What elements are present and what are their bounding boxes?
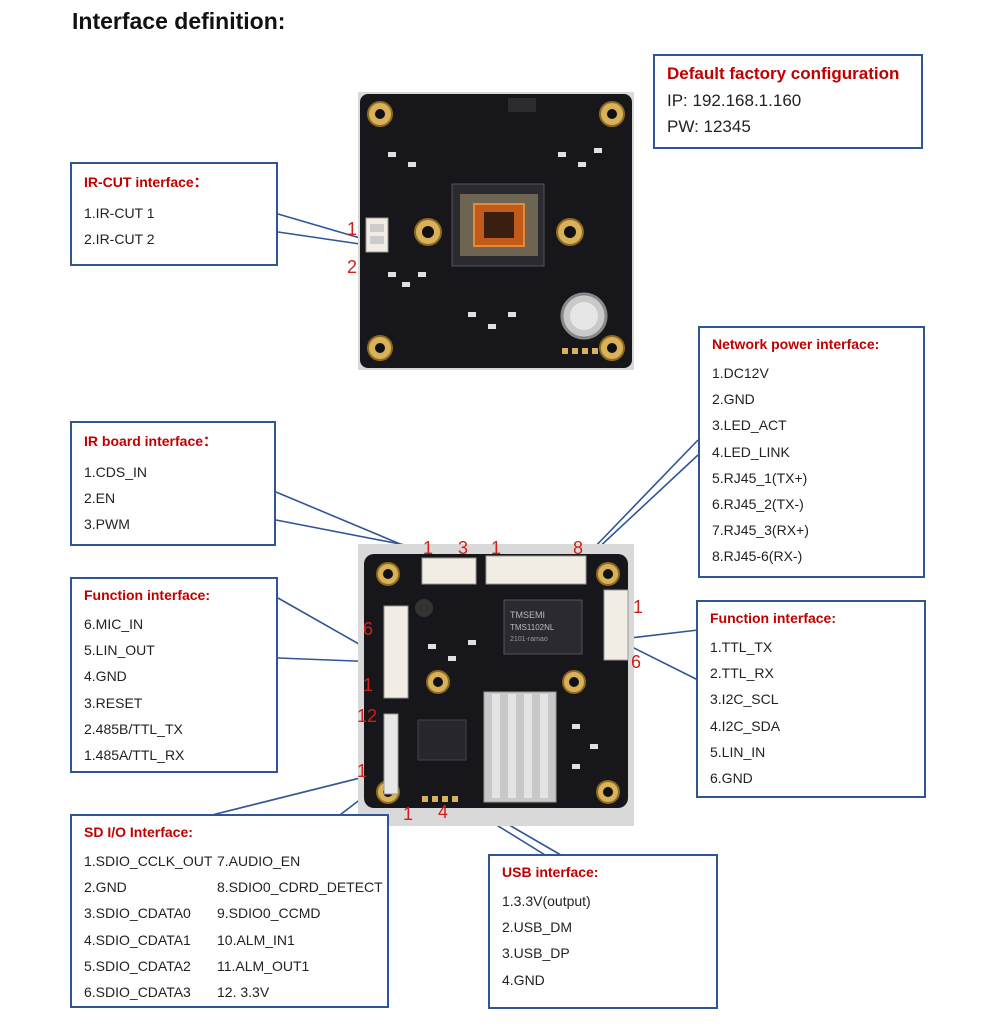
pin-label-usb-1: 1: [403, 804, 414, 824]
function-right-item: 6.GND: [710, 770, 753, 787]
ircut-line-2: [277, 231, 361, 245]
usb-heading: USB interface:: [502, 864, 599, 880]
sdio-item: 3.SDIO_CDATA0: [84, 905, 191, 922]
function-right-item: 5.LIN_IN: [710, 743, 766, 760]
irboard-interface-box: IR board interface： 1.CDS_IN 2.EN 3.PWM: [70, 421, 276, 546]
sdio-item: 5.SDIO_CDATA2: [84, 957, 191, 974]
ircut-line-1: [277, 213, 361, 239]
sdio-item: 8.SDIO0_CDRD_DETECT: [217, 879, 383, 896]
usb-pads: [422, 796, 458, 802]
chip-text-1: TMSEMI: [510, 610, 545, 620]
function-right-item: 3.I2C_SCL: [710, 691, 779, 708]
pin-label-ircut-1: 1: [347, 219, 358, 239]
netpower-item: 8.RJ45-6(RX-): [712, 548, 803, 565]
ircut-connector: [365, 217, 389, 253]
sdio-item: 2.GND: [84, 879, 127, 896]
pin-label-sdio-1: 1: [357, 761, 368, 781]
sdio-heading: SD I/O Interface:: [84, 824, 193, 840]
function-left-heading: Function interface:: [84, 587, 211, 603]
pin-label-funcleft-6: 6: [363, 619, 374, 639]
usb-item: 3.USB_DP: [502, 945, 570, 962]
factory-config-heading: Default factory configuration: [667, 64, 900, 83]
netpower-connector: [485, 555, 587, 585]
soc-chip: [417, 719, 467, 761]
factory-ip: IP: 192.168.1.160: [667, 91, 802, 110]
sdio-item: 10.ALM_IN1: [217, 931, 295, 948]
function-left-interface-box: Function interface: 6.MIC_IN 5.LIN_OUT 4…: [70, 577, 278, 773]
netpower-item: 1.DC12V: [712, 365, 769, 381]
sdio-item: 6.SDIO_CDATA3: [84, 984, 191, 1001]
netpower-line-1: [589, 439, 699, 553]
sdio-item: 1.SDIO_CCLK_OUT: [84, 853, 213, 869]
usb-item: 1.3.3V(output): [502, 893, 591, 909]
netpower-line-2: [593, 454, 699, 553]
page-title: Interface definition:: [72, 8, 286, 34]
network-transformer: [503, 599, 583, 655]
function-right-item: 1.TTL_TX: [710, 639, 773, 655]
camera-board-top: [358, 92, 634, 370]
function-left-item: 3.RESET: [84, 694, 143, 711]
usb-interface-box: USB interface: 1.3.3V(output) 2.USB_DM 3…: [488, 854, 718, 1009]
usb-item: 2.USB_DM: [502, 919, 573, 936]
func-left-connector: [383, 605, 409, 699]
netpower-interface-box: Network power interface: 1.DC12V 2.GND 3…: [698, 326, 925, 578]
pin-label-sdio-12: 12: [357, 706, 378, 726]
sdio-item: 12. 3.3V: [217, 984, 270, 1001]
camera-board-bottom: TMSEMI TMS1102NL 2101-ramao: [358, 544, 634, 826]
function-left-item: 1.485A/TTL_RX: [84, 747, 185, 764]
sdio-item: 7.AUDIO_EN: [217, 853, 301, 869]
pin-label-funcright-6: 6: [631, 652, 642, 672]
sdio-item: 4.SDIO_CDATA1: [84, 931, 191, 948]
function-left-item: 6.MIC_IN: [84, 616, 144, 632]
pin-label-funcleft-1: 1: [363, 675, 374, 695]
netpower-item: 2.GND: [712, 391, 755, 408]
ircut-item: 2.IR-CUT 2: [84, 231, 155, 248]
func-right-line-2: [629, 645, 699, 681]
factory-config-box: Default factory configuration IP: 192.16…: [653, 54, 923, 149]
sdio-item: 9.SDIO0_CCMD: [217, 905, 321, 922]
func-right-connector: [603, 589, 629, 661]
factory-pw: PW: 12345: [667, 117, 751, 136]
function-right-interface-box: Function interface: 1.TTL_TX 2.TTL_RX 3.…: [696, 600, 926, 798]
sdio-item: 11.ALM_OUT1: [217, 957, 310, 974]
func-right-line-1: [629, 629, 699, 639]
function-left-item: 5.LIN_OUT: [84, 642, 155, 659]
irboard-heading: IR board interface：: [84, 433, 218, 449]
chip-text-2: TMS1102NL: [510, 623, 555, 632]
ircut-item: 1.IR-CUT 1: [84, 205, 155, 221]
inductor: [415, 599, 433, 617]
function-left-item: 4.GND: [84, 668, 127, 685]
irboard-item: 1.CDS_IN: [84, 464, 148, 480]
function-left-item: 2.485B/TTL_TX: [84, 720, 183, 737]
function-right-heading: Function interface:: [710, 610, 837, 626]
pin-label-ircut-2: 2: [347, 257, 358, 277]
pin-label-funcright-1: 1: [633, 597, 644, 617]
function-right-item: 2.TTL_RX: [710, 665, 774, 682]
ircut-heading: IR-CUT interface：: [84, 174, 208, 190]
netpower-item: 6.RJ45_2(TX-): [712, 496, 804, 513]
irboard-item: 2.EN: [84, 490, 116, 507]
usb-item: 4.GND: [502, 971, 545, 988]
netpower-item: 4.LED_LINK: [712, 443, 790, 460]
netpower-item: 5.RJ45_1(TX+): [712, 469, 808, 486]
netpower-item: 3.LED_ACT: [712, 417, 787, 434]
irboard-connector: [421, 557, 477, 585]
pin-label-netpower-1: 1: [491, 538, 502, 558]
netpower-item: 7.RJ45_3(RX+): [712, 522, 809, 539]
sdio-interface-box: SD I/O Interface: 1.SDIO_CCLK_OUT 7.AUDI…: [70, 814, 389, 1008]
ircut-interface-box: IR-CUT interface： 1.IR-CUT 1 2.IR-CUT 2: [70, 162, 278, 266]
chip-text-3: 2101-ramao: [510, 636, 548, 643]
sdio-connector: [383, 713, 399, 795]
pin-label-usb-4: 4: [438, 802, 449, 822]
function-right-item: 4.I2C_SDA: [710, 717, 781, 734]
netpower-heading: Network power interface:: [712, 336, 880, 352]
pin-label-netpower-8: 8: [573, 538, 584, 558]
pin-label-irboard-3: 3: [458, 538, 469, 558]
pin-label-irboard-1: 1: [423, 538, 434, 558]
irboard-item: 3.PWM: [84, 516, 130, 533]
